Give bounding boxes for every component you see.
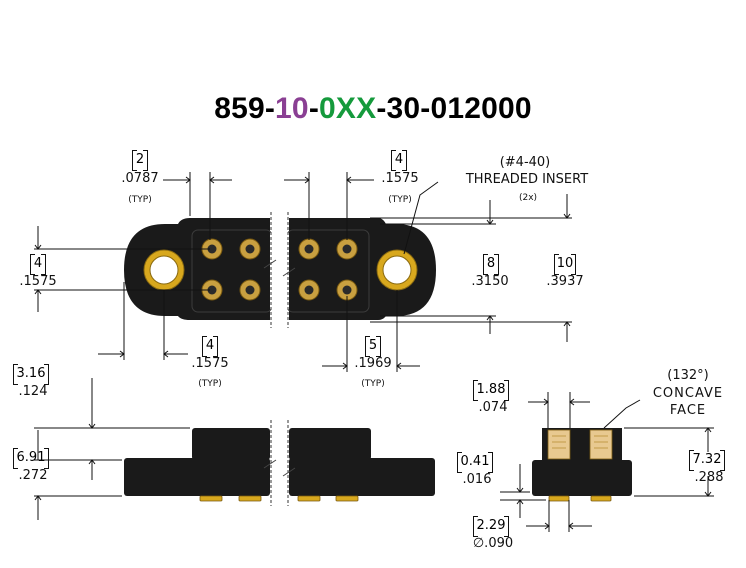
dim-d8-metric: 5: [365, 336, 381, 357]
dim-d8-inch: .1969: [354, 356, 392, 371]
dim-d2-inch: .1575: [381, 171, 419, 186]
dim-d8-note: (TYP): [361, 379, 385, 389]
dim-d15-inch: ∅.090: [472, 536, 514, 551]
top-view-left-body: [124, 218, 270, 320]
dim-d6-inch: .3937: [546, 274, 584, 289]
dim-d10-inch: .272: [18, 468, 48, 483]
dim-d3-thread-size: (#4-40): [499, 155, 551, 170]
dim-d11-inch: .074: [478, 400, 508, 415]
dim-d3-threaded-insert: THREADED INSERT: [465, 172, 589, 187]
dim-d4-metric: 4: [30, 254, 46, 275]
dim-d7-inch: .1575: [191, 356, 229, 371]
dim-d3-note: (2x): [518, 193, 538, 203]
title-prefix: 859-: [214, 92, 276, 125]
dim-d15-metric: 2.29: [473, 516, 509, 537]
title-pin-count: 10: [275, 92, 309, 125]
dim-d9-metric: 3.16: [13, 364, 49, 385]
threaded-insert-right: [376, 249, 418, 291]
dim-d14-metric: 7.32: [689, 450, 725, 471]
dim-d1-inch: .0787: [121, 171, 159, 186]
dim-d5-inch: .3150: [471, 274, 509, 289]
part-number-title: 859-10-0XX-30-012000: [0, 92, 746, 126]
title-dash: -: [308, 92, 320, 125]
dim-d12-angle: (132°): [667, 368, 709, 383]
dim-d12-face: FACE: [669, 403, 707, 418]
dim-d9-inch: .124: [18, 384, 48, 399]
title-variant-code: 0XX: [319, 92, 377, 125]
top-view-right-body: [289, 218, 436, 320]
dim-d5-metric: 8: [483, 254, 499, 275]
top-view: [124, 212, 436, 328]
top-view-dimension-lines: [34, 172, 572, 372]
end-view: [532, 428, 632, 502]
dim-d12-concave: CONCAVE: [652, 386, 724, 401]
dim-d4-inch: .1575: [19, 274, 57, 289]
dim-d1-note: (TYP): [128, 195, 152, 205]
end-view-dimension-lines: [500, 392, 714, 532]
threaded-insert-left: [143, 249, 185, 291]
side-view: [124, 420, 435, 506]
dim-d11-metric: 1.88: [473, 380, 509, 401]
dim-d7-metric: 4: [202, 336, 218, 357]
dim-d2-note: (TYP): [388, 195, 412, 205]
side-view-dimension-lines: [34, 378, 190, 520]
dim-d6-metric: 10: [554, 254, 576, 275]
dim-d1-metric: 2: [132, 150, 148, 171]
dim-d7-note: (TYP): [198, 379, 222, 389]
dim-d14-inch: .288: [694, 470, 724, 485]
title-suffix: -30-012000: [376, 92, 532, 125]
dim-d13-metric: 0.41: [457, 452, 493, 473]
dim-d10-metric: 6.91: [13, 448, 49, 469]
dim-d13-inch: .016: [462, 472, 492, 487]
dim-d2-metric: 4: [391, 150, 407, 171]
